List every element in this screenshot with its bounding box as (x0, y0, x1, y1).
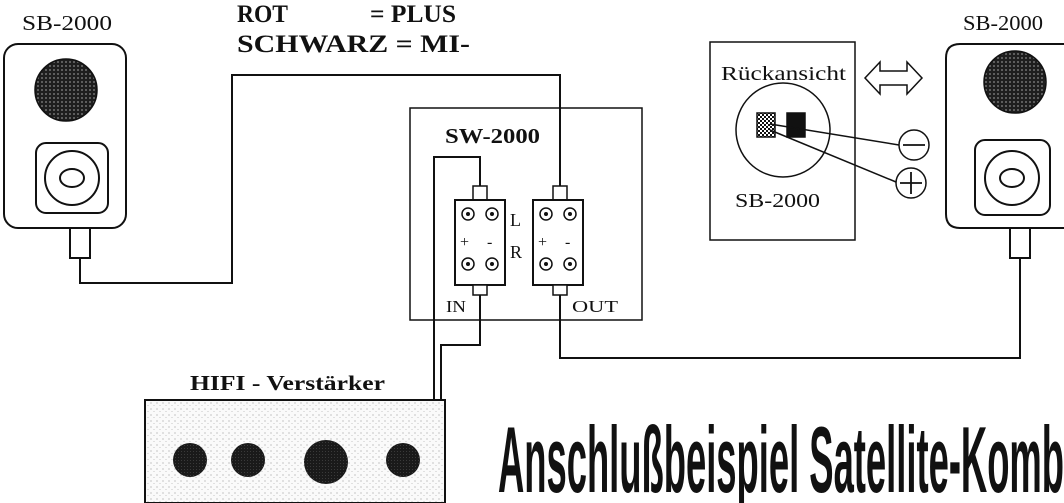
subwoofer: SW-2000 + - L R (409, 107, 643, 321)
input-terminal-block: + - (454, 185, 506, 296)
wire-left-speaker (79, 74, 561, 284)
rear-view-terminal-black (786, 112, 806, 138)
terminal-screw-center (544, 212, 548, 216)
rear-view-plus-lead (769, 129, 897, 183)
terminal-minus-label: - (487, 234, 492, 251)
terminal-screw-center (466, 212, 470, 216)
amplifier: HIFI - Verstärker (144, 371, 446, 503)
input-terminal-top-connector (472, 185, 488, 201)
amplifier-knob-large (304, 440, 348, 484)
terminal-plus-label: + (538, 234, 547, 251)
input-label: IN (446, 297, 466, 316)
output-terminal-block: + - (532, 185, 584, 296)
terminal-plus-label: + (460, 234, 469, 251)
minus-circle-icon (898, 129, 930, 161)
left-speaker: SB-2000 (3, 11, 127, 259)
input-terminal-bottom-connector (472, 284, 488, 296)
rear-view-title: Rückansicht (721, 63, 847, 85)
output-label: OUT (572, 297, 619, 316)
channel-left-label: L (510, 210, 521, 230)
left-speaker-tweeter-grille (34, 58, 98, 122)
subwoofer-label: SW-2000 (445, 124, 540, 148)
legend-black: SCHWARZ = MI- (237, 31, 470, 58)
output-terminal-bottom-connector (552, 284, 568, 296)
terminal-screw-center (490, 262, 494, 266)
amplifier-knob (386, 443, 420, 477)
right-speaker-connector (1009, 227, 1031, 259)
amplifier-knob (231, 443, 265, 477)
left-speaker-dust-cap (59, 168, 85, 188)
output-terminal-top-connector (552, 185, 568, 201)
rear-view-terminal-plate (735, 82, 831, 178)
right-speaker-label: SB-2000 (963, 11, 1043, 35)
terminal-screw-center (544, 262, 548, 266)
terminal-screw-center (568, 262, 572, 266)
channel-right-label: R (510, 242, 522, 262)
wire-right-speaker (559, 258, 1021, 359)
double-arrow-icon (863, 60, 924, 96)
amplifier-knob (173, 443, 207, 477)
right-speaker: SB-2000 (945, 11, 1064, 259)
plus-circle-icon (895, 167, 927, 199)
rear-view: Rückansicht SB-2000 (709, 41, 856, 241)
rear-view-model: SB-2000 (735, 190, 820, 212)
terminal-minus-label: - (565, 234, 570, 251)
left-speaker-connector (69, 227, 91, 259)
rear-view-frame (709, 41, 856, 241)
terminal-screw-center (568, 212, 572, 216)
right-speaker-dust-cap (999, 168, 1025, 188)
terminal-screw-center (490, 212, 494, 216)
legend-red: ROT (237, 1, 288, 28)
legend-plus: = PLUS (370, 1, 456, 28)
terminal-screw-center (466, 262, 470, 266)
right-speaker-tweeter-grille (983, 50, 1047, 114)
amplifier-label: HIFI - Verstärker (190, 371, 385, 395)
rear-view-minus-lead (769, 123, 900, 146)
diagram-title: Anschlußbeispiel Satellite-Komb (498, 407, 1064, 503)
left-speaker-label: SB-2000 (22, 11, 112, 35)
subwoofer-panel (409, 107, 643, 321)
